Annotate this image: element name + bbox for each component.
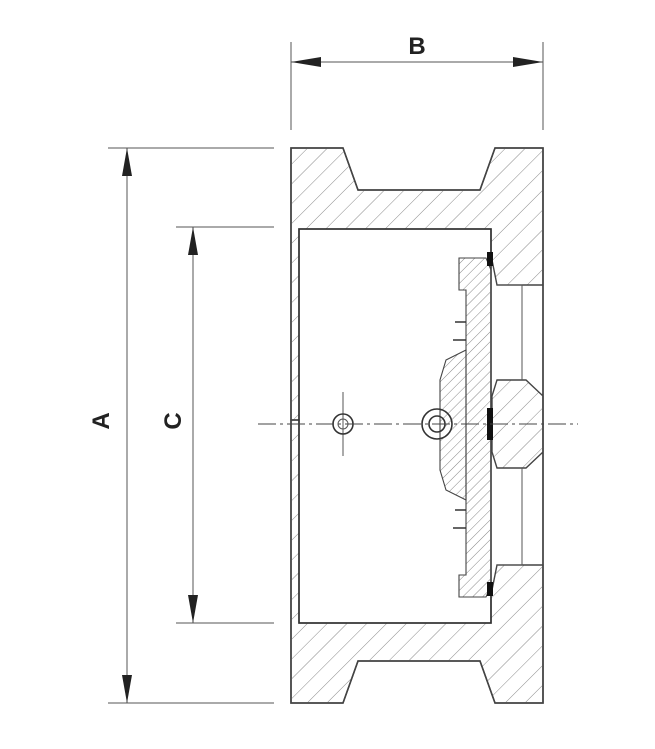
dimension-a: A — [88, 147, 274, 704]
disc-rib-lower — [453, 509, 466, 529]
arrow-b-left — [291, 57, 321, 67]
disc-rib-upper — [453, 321, 466, 341]
seat-recess-lower — [497, 468, 523, 566]
dimension-b: B — [290, 33, 544, 130]
seal-bottom — [487, 582, 493, 596]
dimension-b-label: B — [408, 33, 425, 60]
dimension-a-label: A — [88, 412, 115, 429]
seal-top — [487, 252, 493, 266]
disc-assembly — [421, 252, 493, 598]
arrow-c-top — [188, 227, 198, 255]
hinge-pin-outer — [421, 408, 453, 440]
body-bore — [298, 228, 492, 624]
dimension-c: C — [160, 226, 274, 624]
seat-recess-upper — [497, 284, 523, 380]
dimension-c-label: C — [160, 412, 187, 429]
arrow-a-top — [122, 148, 132, 176]
body-upper-wall-section — [290, 147, 544, 421]
disc-hinge-section — [439, 349, 467, 501]
valve-body — [290, 147, 544, 704]
arrow-a-bottom — [122, 675, 132, 703]
arrow-b-right — [513, 57, 543, 67]
arrow-c-bottom — [188, 595, 198, 623]
